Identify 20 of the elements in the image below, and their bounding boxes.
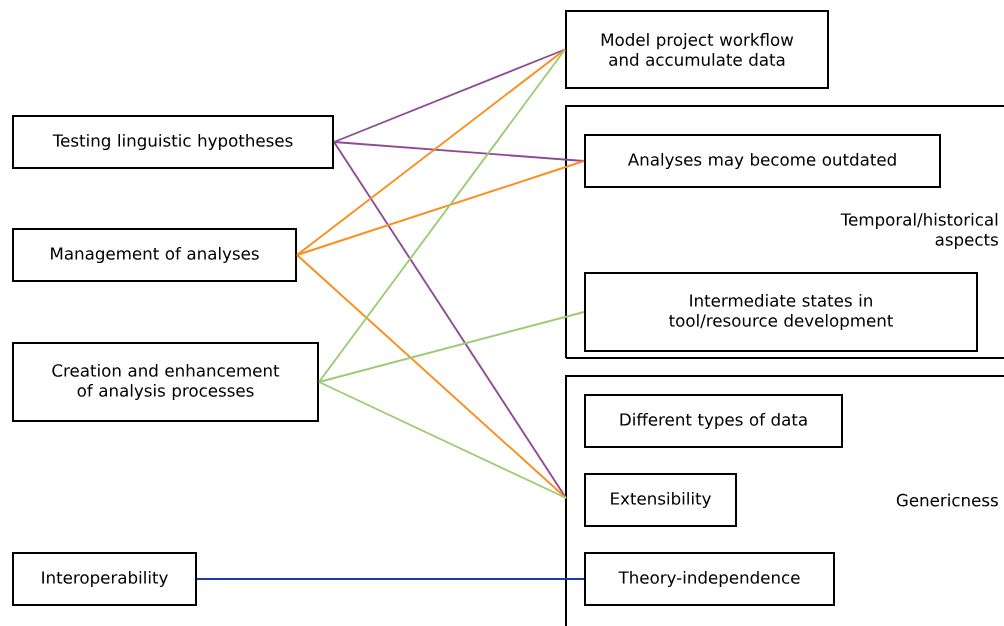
text-box: Interoperability bbox=[12, 552, 197, 606]
connector-line bbox=[318, 381, 567, 499]
text-box: Creation and enhancement of analysis processes bbox=[12, 342, 319, 422]
text-box: Analyses may become outdated bbox=[584, 134, 941, 188]
connector-line bbox=[196, 578, 585, 580]
text-box: Theory-independence bbox=[584, 552, 835, 606]
text-box: Extensibility bbox=[584, 473, 737, 527]
connector-line bbox=[333, 141, 585, 162]
connector-line bbox=[296, 254, 567, 499]
connector-line bbox=[318, 48, 566, 383]
connector-line bbox=[333, 48, 566, 143]
connector-line bbox=[318, 311, 585, 383]
text-box: Testing linguistic hypotheses bbox=[12, 115, 334, 169]
text-box: Management of analyses bbox=[12, 228, 297, 282]
connector-line bbox=[296, 160, 585, 256]
text-box: Different types of data bbox=[584, 394, 843, 448]
text-box: Intermediate states in tool/resource development bbox=[584, 272, 978, 352]
text-box: Model project workflow and accumulate data bbox=[565, 10, 829, 89]
connector-line bbox=[333, 141, 567, 499]
connector-line bbox=[296, 48, 566, 256]
